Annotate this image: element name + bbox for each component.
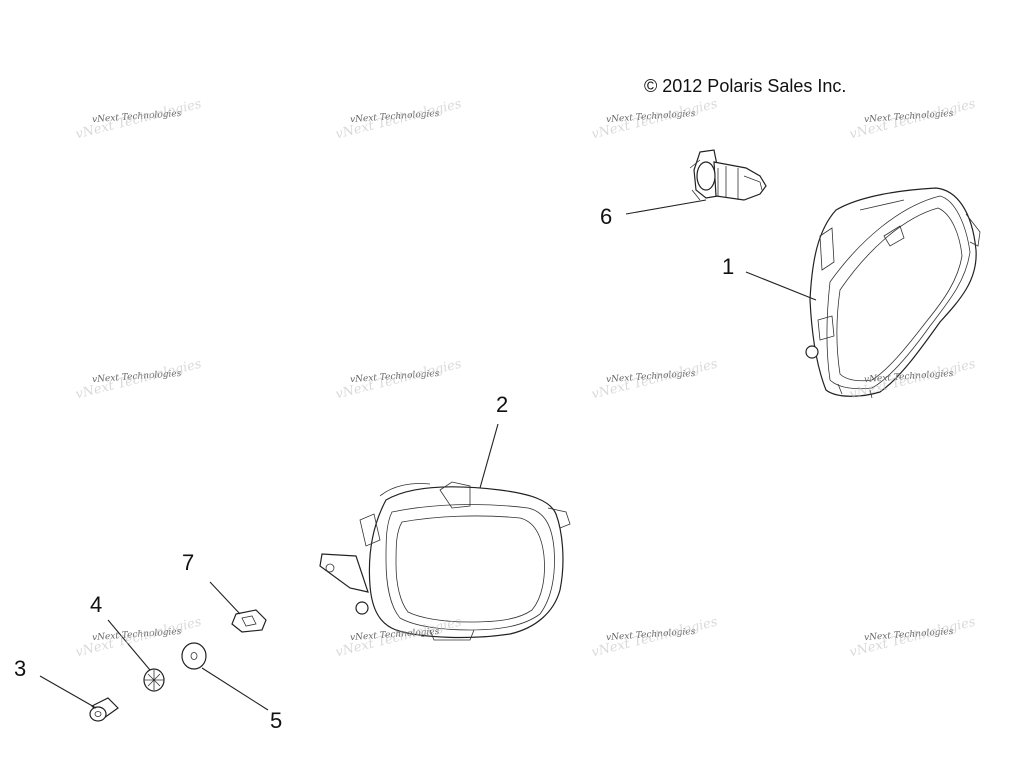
leader-6: [625, 199, 707, 215]
leader-3: [39, 675, 97, 709]
bulb-part[interactable]: [689, 149, 767, 201]
callout-1[interactable]: 1: [722, 254, 735, 279]
screw-part[interactable]: [89, 697, 119, 722]
copyright-text: © 2012 Polaris Sales Inc.: [644, 76, 847, 96]
washer-part[interactable]: [181, 642, 207, 670]
callout-7[interactable]: 7: [182, 550, 195, 575]
leader-7: [209, 581, 241, 615]
headlight-right-part[interactable]: [805, 187, 981, 399]
callout-4[interactable]: 4: [90, 592, 103, 617]
headlight-left-part[interactable]: [319, 481, 571, 641]
callout-5[interactable]: 5: [270, 708, 283, 733]
callout-3[interactable]: 3: [14, 656, 27, 681]
leader-5: [201, 667, 269, 711]
leader-4: [107, 619, 151, 671]
push-nut-part[interactable]: [143, 668, 165, 692]
callout-2[interactable]: 2: [496, 392, 509, 417]
leader-1: [745, 271, 817, 301]
clip-part[interactable]: [231, 609, 267, 633]
leader-2: [479, 423, 499, 489]
callout-6[interactable]: 6: [600, 204, 613, 229]
